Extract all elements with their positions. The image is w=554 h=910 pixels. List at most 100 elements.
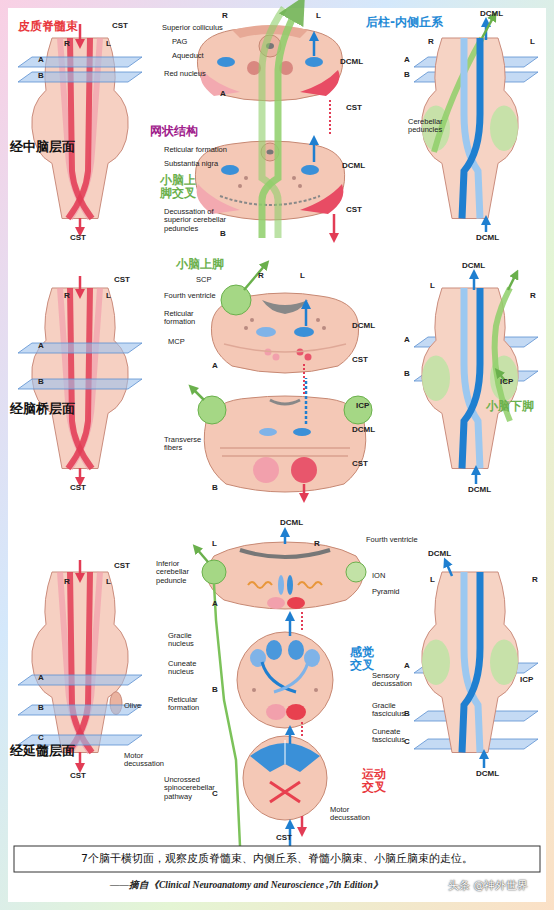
- orientation-letter: C: [212, 790, 218, 799]
- tract-abbreviation: ICP: [500, 378, 513, 387]
- midbrain-section: [262, 8, 298, 238]
- structure-label: Reticular formation: [164, 310, 214, 327]
- chinese-structure-label: 网状结构: [150, 125, 198, 138]
- orientation-letter: A: [220, 90, 226, 99]
- orientation-letter: L: [106, 578, 111, 587]
- medulla-section: [278, 575, 284, 595]
- medulla-section: [266, 640, 282, 660]
- pons-section: [273, 354, 280, 361]
- section-plane: [18, 343, 142, 353]
- orientation-letter: L: [300, 272, 305, 281]
- orientation-letter: R: [314, 540, 320, 549]
- medulla-section: [314, 688, 318, 692]
- brainstem-anterior-view: [32, 288, 128, 469]
- orientation-letter: B: [38, 72, 44, 81]
- orientation-letter: A: [404, 336, 410, 345]
- pons-section: [244, 326, 248, 330]
- page-frame: [8, 8, 546, 902]
- level-heading: 经中脑层面: [10, 140, 75, 154]
- structure-label: ION: [372, 572, 385, 580]
- structure-label: SCP: [196, 276, 211, 284]
- medulla-section: [284, 532, 287, 544]
- orientation-letter: L: [430, 576, 435, 585]
- pons-section: [259, 428, 277, 436]
- orientation-letter: L: [430, 282, 435, 291]
- pons-section: [192, 264, 372, 498]
- pons-section: [294, 327, 314, 337]
- pons-section: [220, 448, 350, 456]
- pons-section: [204, 396, 366, 492]
- orientation-letter: B: [212, 484, 218, 493]
- medulla-section: [289, 616, 292, 636]
- pons-section: [224, 344, 346, 352]
- orientation-letter: B: [38, 378, 44, 387]
- medulla-section: [287, 575, 293, 595]
- midbrain-section: [313, 36, 316, 56]
- structure-label: Olive: [124, 702, 141, 710]
- section-plane: [18, 57, 142, 67]
- orientation-letter: R: [64, 578, 70, 587]
- corticospinal-arrow: [79, 468, 82, 482]
- corticospinal-arrow: [79, 560, 82, 578]
- medulla-section: [237, 632, 333, 728]
- orientation-letter: A: [212, 362, 218, 371]
- medulla-section: [285, 740, 286, 764]
- cerebellar-arrow: [508, 274, 516, 290]
- medulla-section: [196, 532, 366, 846]
- orientation-letter: L: [530, 38, 535, 47]
- medulla-section: [286, 704, 306, 720]
- cerebellar-arrow: [482, 16, 494, 38]
- medulla-section: [346, 562, 366, 582]
- section-plane: [18, 705, 142, 715]
- structure-label: PAG: [172, 38, 187, 46]
- pons-section: [270, 400, 300, 404]
- section-plane: [18, 379, 142, 389]
- medulla-section: [266, 704, 286, 720]
- orientation-letter: L: [106, 292, 111, 301]
- medulla-section: [267, 597, 285, 609]
- midbrain-section: [221, 165, 239, 175]
- midbrain-section: [238, 184, 242, 188]
- orientation-letter: A: [404, 662, 410, 671]
- structure-label: Inferior cerebellar peduncle: [156, 560, 204, 585]
- tract-abbreviation: CST: [276, 834, 292, 843]
- brainstem-anterior-view: [68, 572, 90, 753]
- medulla-section: [274, 662, 308, 692]
- brainstem-anterior-view: [32, 288, 128, 469]
- tract-abbreviation: DCML: [352, 426, 375, 435]
- pons-section: [293, 428, 311, 436]
- orientation-letter: A: [38, 56, 44, 65]
- orientation-letter: R: [428, 38, 434, 47]
- section-plane: [18, 675, 142, 685]
- tract-abbreviation: CST: [352, 460, 368, 469]
- corticospinal-arrow: [79, 218, 82, 232]
- cerebellar-arrow: [482, 16, 516, 382]
- structure-label: Cuneate fasciculus: [372, 728, 417, 745]
- tract-abbreviation: DCML: [462, 262, 485, 271]
- orientation-letter: R: [64, 292, 70, 301]
- orientation-letter: A: [404, 56, 410, 65]
- tract-abbreviation: DCML: [280, 519, 303, 528]
- structure-label: Sensory decussation: [372, 672, 417, 689]
- midbrain-section: [333, 214, 336, 238]
- structure-label: Superior colliculus: [162, 24, 223, 32]
- midbrain-section: [313, 140, 316, 162]
- midbrain-section: [195, 8, 344, 238]
- lemniscus-arrow: [475, 470, 478, 484]
- corticospinal-arrow: [79, 752, 82, 768]
- chinese-structure-label: 小脑上脚: [176, 258, 224, 271]
- medulla-section: [301, 816, 304, 832]
- pons-section: [291, 457, 317, 483]
- tract-abbreviation: CST: [70, 484, 86, 493]
- watermark: 头条 @神外世界: [448, 880, 529, 892]
- structure-label: Aqueduct: [172, 52, 204, 60]
- corticospinal-arrow: [79, 24, 82, 768]
- pons-section: [256, 327, 276, 337]
- medulla-section: [240, 550, 330, 557]
- pons-section: [305, 378, 308, 424]
- medulla-section: [202, 560, 226, 584]
- pons-section: [305, 354, 312, 361]
- brainstem-posterior-view: [422, 288, 518, 469]
